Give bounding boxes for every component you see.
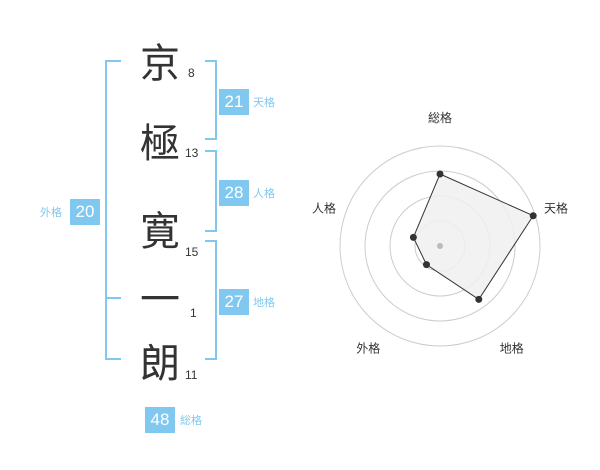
stroke-count-1: 8 bbox=[188, 66, 195, 80]
radar-point-1 bbox=[436, 170, 444, 178]
tenkaku-label: 天格 bbox=[253, 96, 275, 109]
radar-axis-label-1: 総格 bbox=[428, 110, 452, 125]
radar-area bbox=[412, 173, 534, 301]
name-char-5: 朗 bbox=[140, 341, 180, 387]
radar-point-3 bbox=[475, 295, 483, 303]
chikaku-bracket bbox=[205, 240, 217, 360]
jinkaku-score: 28 bbox=[219, 180, 249, 206]
radar-point-5 bbox=[409, 233, 417, 241]
stroke-count-4: 1 bbox=[190, 306, 197, 320]
stroke-count-3: 15 bbox=[185, 245, 199, 259]
chikaku-label: 地格 bbox=[253, 296, 275, 309]
stroke-count-5: 11 bbox=[185, 368, 198, 382]
chikaku-score: 27 bbox=[219, 289, 249, 315]
soukaku-label: 総格 bbox=[180, 414, 202, 427]
radar-ring-4 bbox=[339, 145, 541, 347]
gaikaku-bracket bbox=[105, 60, 121, 360]
gaikaku-label: 外格 bbox=[40, 206, 62, 219]
soukaku-score: 48 bbox=[145, 407, 175, 433]
jinkaku-bracket bbox=[205, 150, 217, 232]
gaikaku-bracket-divider bbox=[105, 297, 121, 299]
tenkaku-score: 21 bbox=[219, 89, 249, 115]
gaikaku-score: 20 bbox=[70, 199, 100, 225]
name-char-4: 一 bbox=[140, 277, 180, 323]
name-char-1: 京 bbox=[140, 41, 180, 87]
tenkaku-bracket bbox=[205, 60, 217, 140]
radar-axis-label-5: 人格 bbox=[312, 200, 336, 215]
stroke-count-2: 13 bbox=[185, 146, 199, 160]
radar-point-2 bbox=[529, 212, 537, 220]
name-char-2: 極 bbox=[140, 121, 180, 167]
name-char-3: 寛 bbox=[140, 209, 180, 255]
radar-axis-label-4: 外格 bbox=[356, 341, 380, 356]
radar-axis-label-2: 天格 bbox=[544, 200, 568, 215]
radar-axis-label-3: 地格 bbox=[500, 341, 524, 356]
radar-center bbox=[437, 243, 443, 249]
jinkaku-label: 人格 bbox=[253, 187, 275, 200]
radar-point-4 bbox=[422, 261, 430, 269]
